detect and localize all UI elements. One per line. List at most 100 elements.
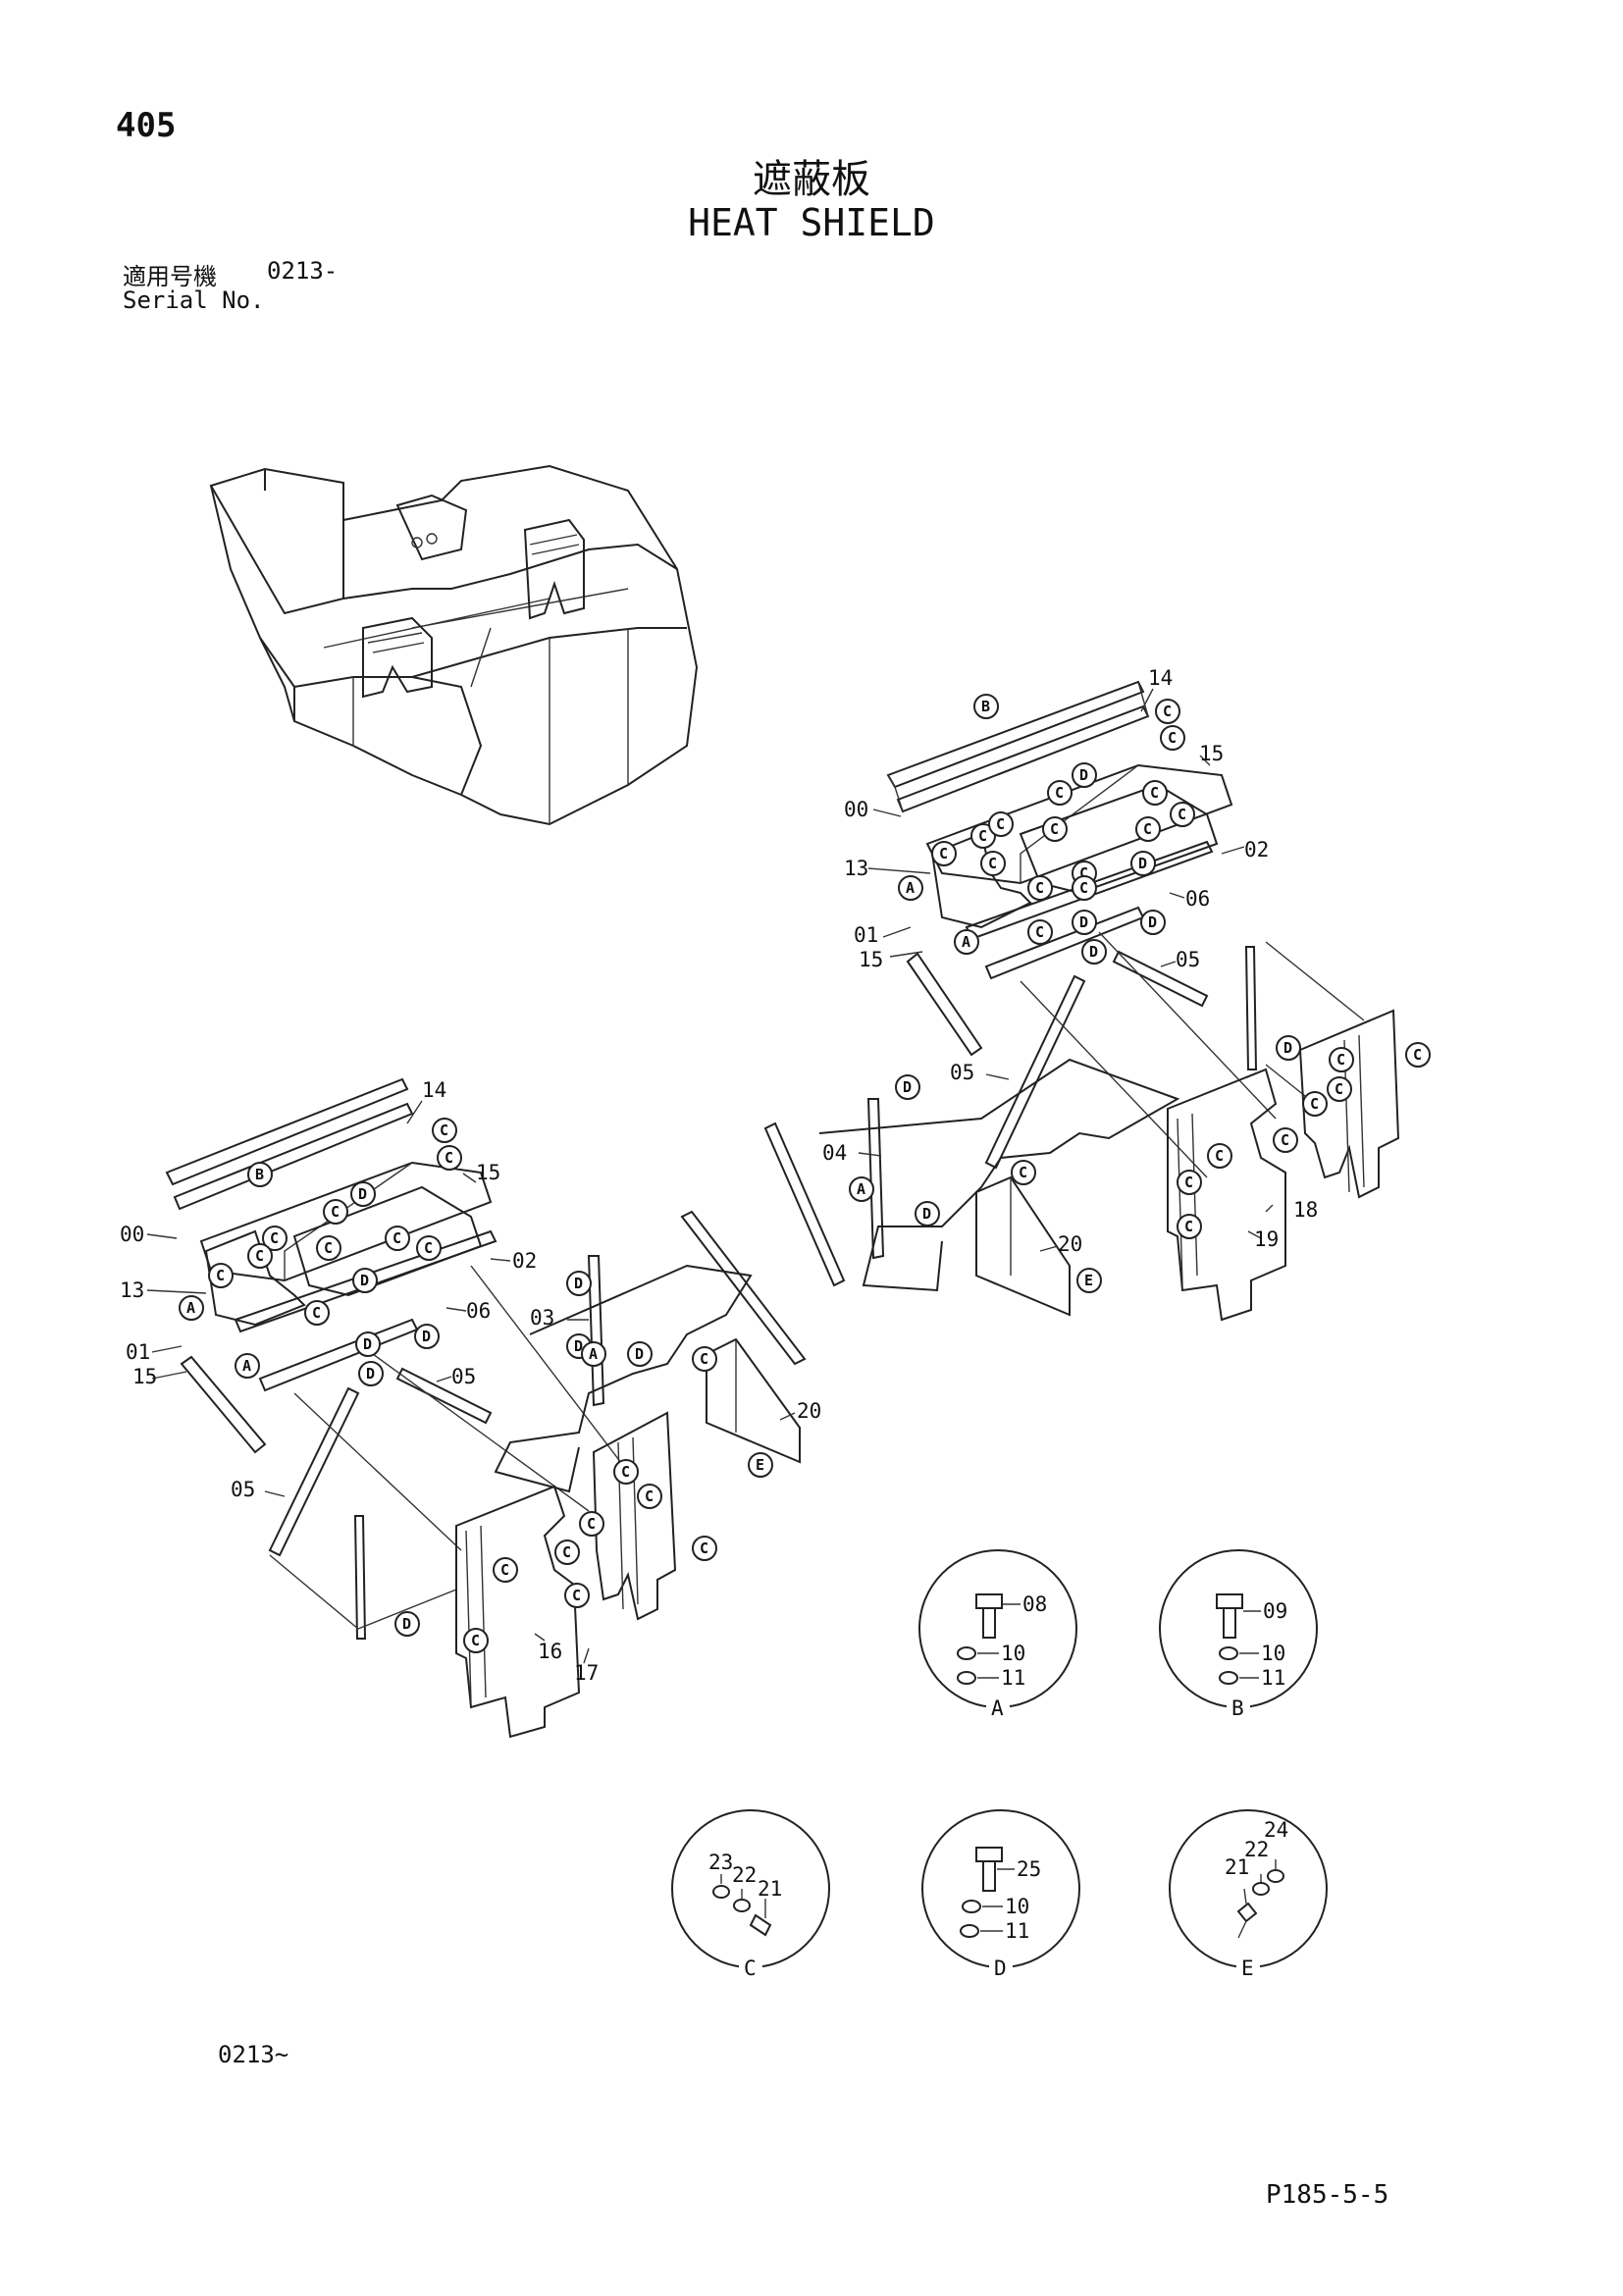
svg-text:D: D [922, 1205, 931, 1223]
svg-text:C: C [1143, 820, 1152, 838]
svg-text:A: A [589, 1345, 598, 1363]
svg-text:C: C [1050, 820, 1059, 838]
svg-text:C: C [1184, 1218, 1193, 1235]
svg-text:C: C [1035, 923, 1044, 941]
reference-marks: B C C D C C C C C C C C D C C C A A D C … [179, 694, 1431, 1653]
svg-text:A: A [857, 1180, 865, 1198]
callout-01: 01 [126, 1340, 150, 1364]
callout-00: 00 [120, 1223, 144, 1246]
svg-text:D: D [360, 1272, 369, 1289]
svg-text:C: C [440, 1122, 448, 1139]
svg-text:10: 10 [1001, 1642, 1025, 1665]
callout-04: 04 [822, 1141, 847, 1165]
svg-text:C: C [1035, 879, 1044, 897]
svg-text:C: C [1019, 1164, 1027, 1181]
svg-text:08: 08 [1022, 1592, 1047, 1616]
svg-text:C: C [424, 1239, 433, 1257]
svg-text:C: C [331, 1203, 340, 1221]
svg-text:D: D [994, 1957, 1007, 1980]
title-japanese: 遮蔽板 [753, 157, 870, 202]
svg-text:C: C [1055, 784, 1064, 802]
callout-05-short: 05 [1176, 948, 1200, 971]
svg-text:C: C [255, 1247, 264, 1265]
svg-text:C: C [744, 1957, 757, 1980]
svg-text:C: C [216, 1267, 225, 1284]
svg-text:E: E [1241, 1957, 1254, 1980]
svg-text:C: C [562, 1543, 571, 1561]
svg-text:D: D [422, 1328, 431, 1345]
svg-text:D: D [574, 1275, 583, 1292]
svg-text:09: 09 [1263, 1599, 1287, 1623]
svg-text:C: C [1413, 1046, 1422, 1064]
svg-text:A: A [962, 933, 970, 951]
detail-D: 25 10 11 D [921, 1809, 1080, 1980]
svg-text:D: D [574, 1337, 583, 1355]
svg-text:A: A [991, 1696, 1004, 1720]
svg-text:C: C [1310, 1095, 1319, 1113]
svg-text:21: 21 [758, 1877, 782, 1901]
svg-text:C: C [587, 1515, 596, 1533]
svg-text:C: C [312, 1304, 321, 1322]
callout-02: 02 [512, 1249, 537, 1273]
right-assembly [763, 680, 1400, 1322]
svg-text:D: D [1079, 913, 1088, 931]
svg-text:22: 22 [1244, 1838, 1269, 1861]
svg-text:E: E [1084, 1272, 1093, 1289]
svg-text:D: D [363, 1335, 372, 1353]
svg-text:E: E [756, 1456, 764, 1474]
svg-text:B: B [255, 1166, 264, 1183]
callout-15: 15 [859, 948, 883, 971]
svg-text:C: C [393, 1229, 401, 1247]
svg-text:D: D [1089, 943, 1098, 961]
svg-text:11: 11 [1005, 1919, 1029, 1943]
svg-text:11: 11 [1261, 1666, 1285, 1690]
svg-text:25: 25 [1017, 1857, 1041, 1881]
svg-text:D: D [635, 1345, 644, 1363]
svg-text:23: 23 [708, 1851, 733, 1874]
callout-13: 13 [844, 857, 868, 880]
detail-A: 08 10 11 A [918, 1549, 1077, 1720]
callout-17: 17 [574, 1661, 599, 1685]
svg-text:C: C [500, 1561, 509, 1579]
svg-text:C: C [1281, 1131, 1289, 1149]
callout-05-long: 05 [231, 1478, 255, 1501]
callouts-left: 00 13 01 15 14 15 02 06 05 05 03 20 16 1… [120, 1078, 821, 1685]
svg-text:D: D [903, 1078, 912, 1096]
svg-text:21: 21 [1225, 1855, 1249, 1879]
callout-14: 14 [422, 1078, 446, 1102]
svg-text:B: B [981, 698, 990, 715]
machine-overview [209, 464, 699, 826]
svg-text:C: C [1079, 864, 1088, 882]
svg-text:D: D [1283, 1039, 1292, 1057]
svg-text:B: B [1231, 1696, 1244, 1720]
svg-text:D: D [402, 1615, 411, 1633]
callout-16: 16 [538, 1640, 562, 1663]
svg-text:24: 24 [1264, 1818, 1288, 1842]
callout-15: 15 [132, 1365, 157, 1388]
svg-text:11: 11 [1001, 1666, 1025, 1690]
callout-18: 18 [1293, 1198, 1318, 1222]
callout-06: 06 [1185, 887, 1210, 911]
svg-text:D: D [366, 1365, 375, 1383]
callout-19: 19 [1254, 1227, 1279, 1251]
callouts-right: 00 13 01 15 14 15 02 06 05 05 04 20 19 1… [822, 666, 1318, 1256]
serial-note-bottom: 0213~ [218, 2041, 289, 2068]
svg-text:C: C [1336, 1051, 1345, 1069]
callout-20: 20 [797, 1399, 821, 1423]
svg-text:C: C [324, 1239, 333, 1257]
svg-text:C: C [1079, 879, 1088, 897]
svg-text:C: C [978, 827, 987, 845]
svg-text:C: C [700, 1539, 708, 1557]
svg-text:A: A [242, 1357, 251, 1375]
svg-text:D: D [1148, 913, 1157, 931]
svg-text:C: C [270, 1229, 279, 1247]
callout-01: 01 [854, 923, 878, 947]
detail-C: 23 22 21 C [671, 1809, 830, 1980]
callout-20: 20 [1058, 1232, 1082, 1256]
callout-13: 13 [120, 1278, 144, 1302]
detail-E: 24 22 21 E [1169, 1809, 1328, 1980]
page-code: P185-5-5 [1266, 2180, 1389, 2210]
svg-text:C: C [1215, 1147, 1224, 1165]
callout-15-upper: 15 [476, 1161, 500, 1184]
svg-text:A: A [186, 1299, 195, 1317]
